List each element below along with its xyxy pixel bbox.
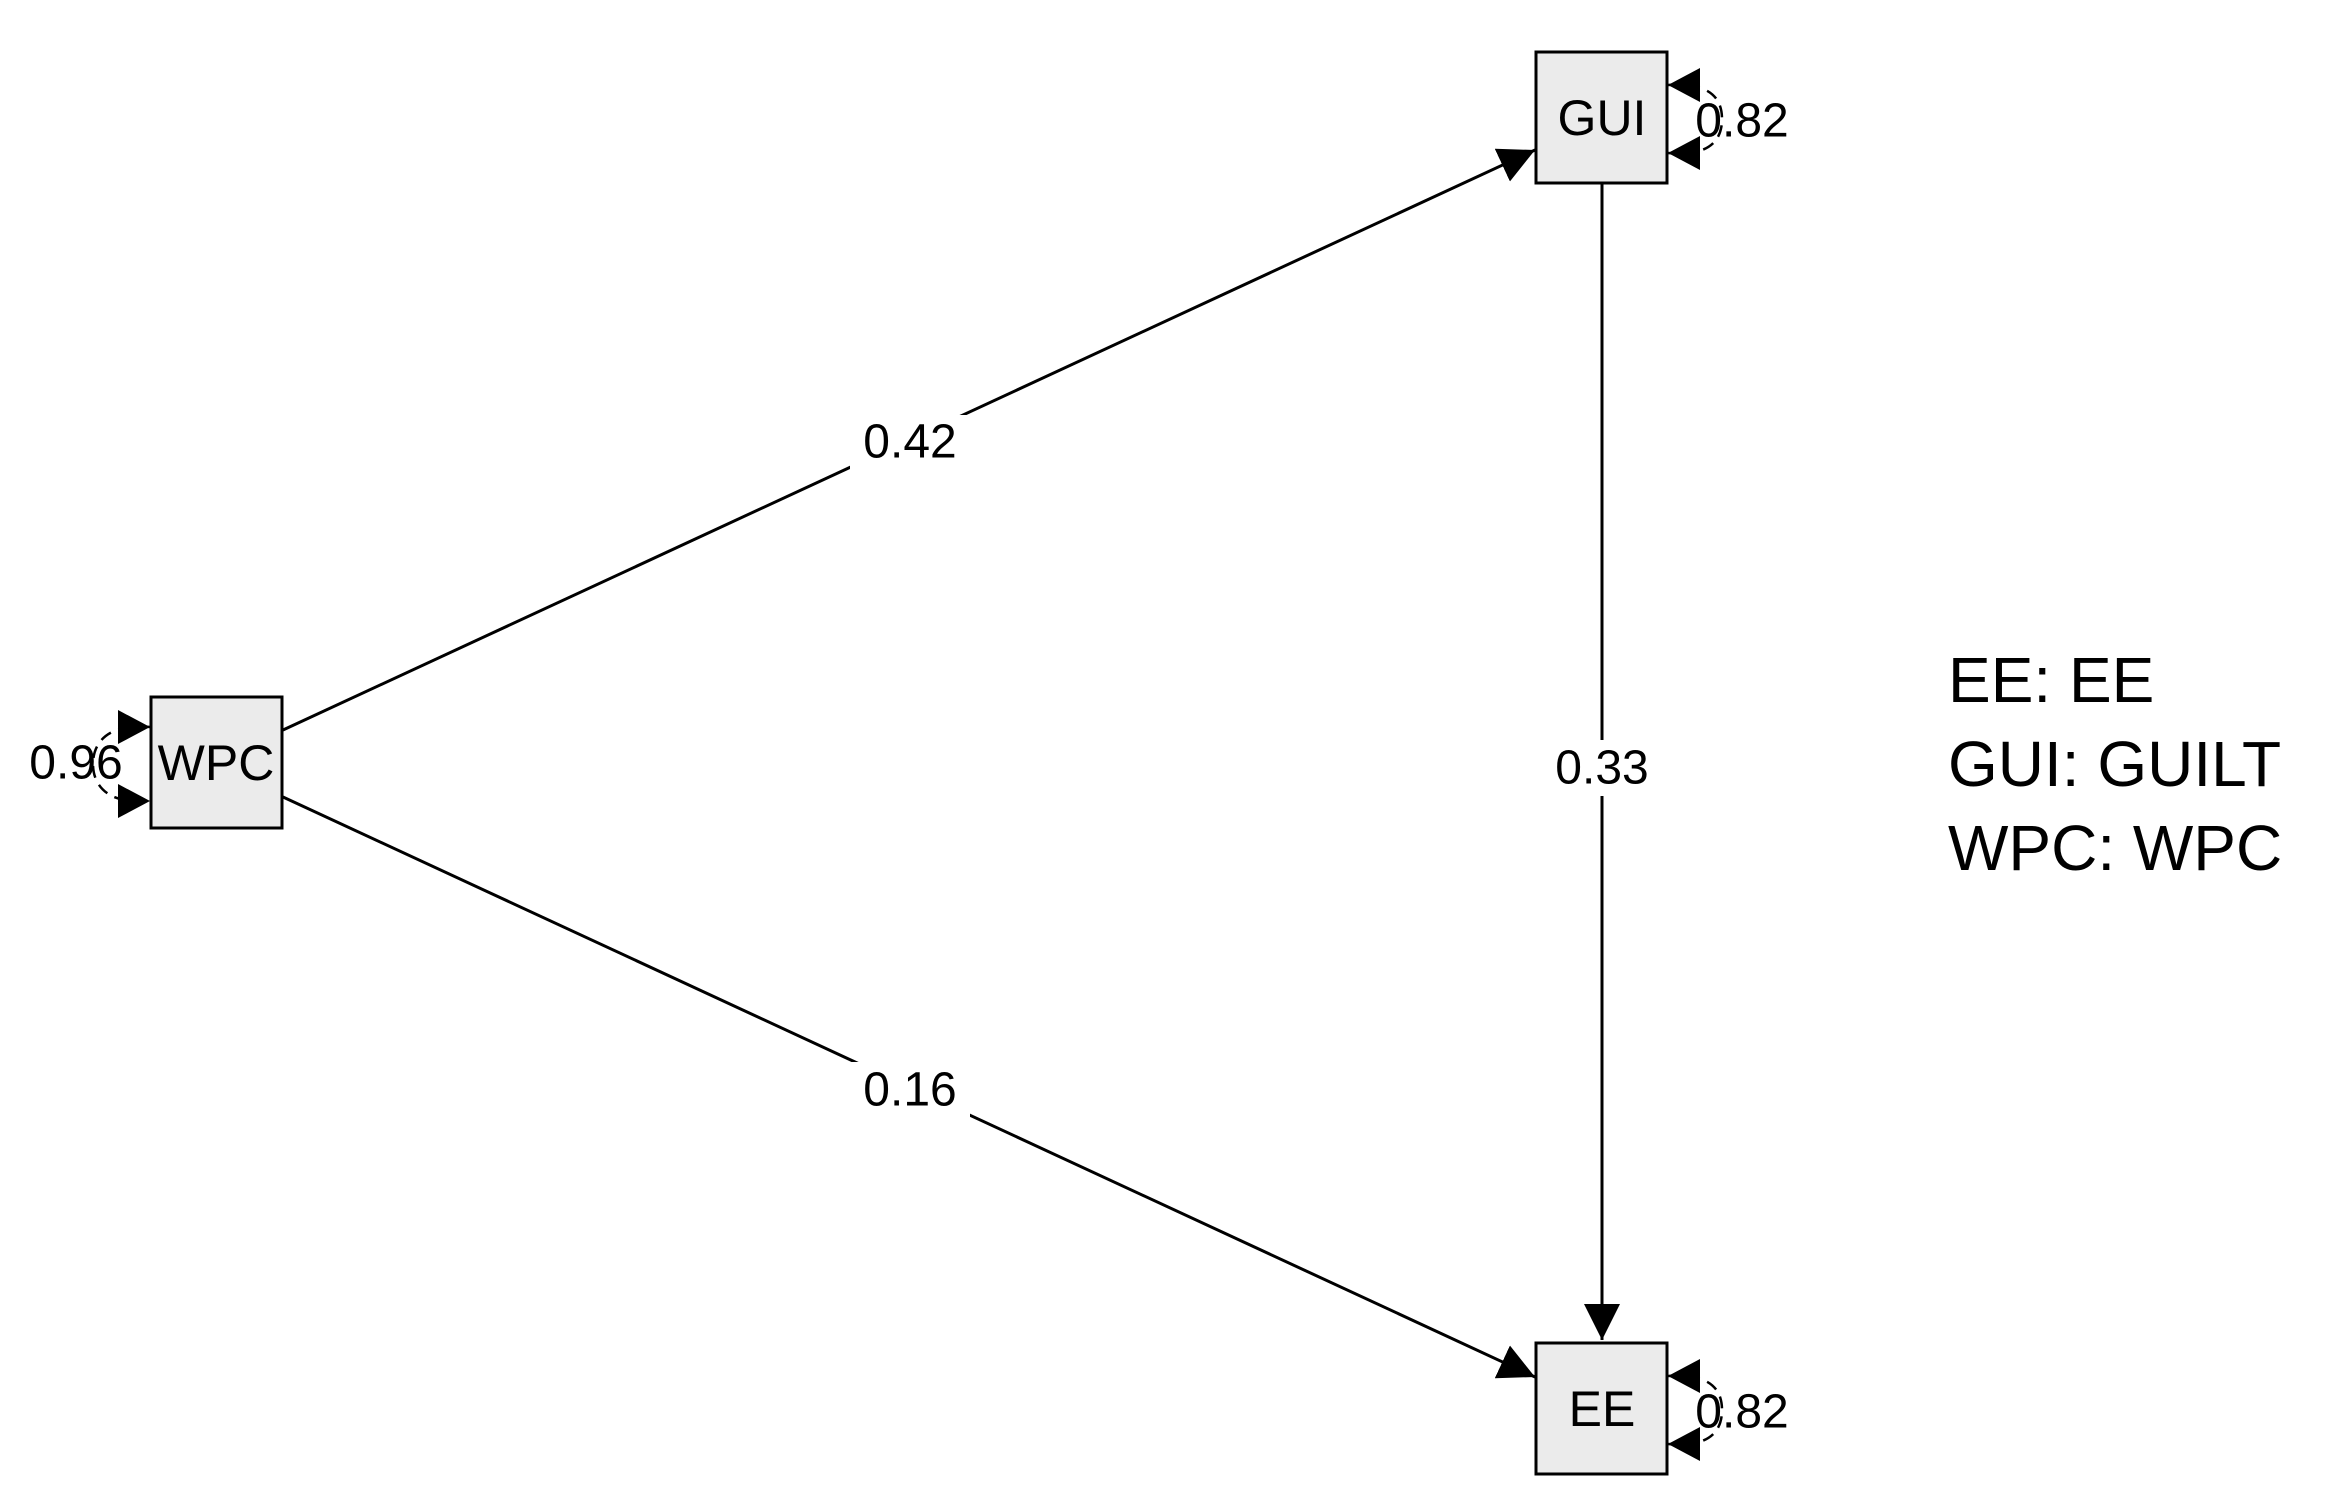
legend-item-gui: GUI: GUILT — [1948, 728, 2281, 800]
residual-wpc-label: 0.96 — [29, 737, 122, 790]
path-gui-ee: 0.33 — [1545, 184, 1659, 1340]
node-ee-label: EE — [1569, 1381, 1636, 1437]
path-wpc-gui: 0.42 — [282, 148, 1536, 732]
path-wpc-gui-label: 0.42 — [863, 416, 956, 469]
legend-item-ee: EE: EE — [1948, 644, 2154, 716]
residual-ee: 0.82 — [1667, 1359, 1789, 1461]
node-gui: GUI — [1534, 50, 1669, 185]
residual-gui: 0.82 — [1667, 68, 1789, 170]
path-wpc-ee: 0.16 — [282, 795, 1536, 1379]
node-ee: EE — [1534, 1341, 1669, 1476]
residual-gui-label: 0.82 — [1695, 95, 1788, 148]
node-gui-label: GUI — [1558, 90, 1647, 146]
node-wpc-label: WPC — [158, 735, 275, 791]
node-wpc: WPC — [149, 695, 284, 830]
residual-ee-label: 0.82 — [1695, 1386, 1788, 1439]
legend-item-wpc: WPC: WPC — [1948, 812, 2282, 884]
legend: EE: EE GUI: GUILT WPC: WPC — [1948, 644, 2282, 884]
path-gui-ee-label: 0.33 — [1555, 742, 1648, 795]
residual-wpc: 0.96 — [29, 710, 151, 818]
path-wpc-ee-label: 0.16 — [863, 1064, 956, 1117]
